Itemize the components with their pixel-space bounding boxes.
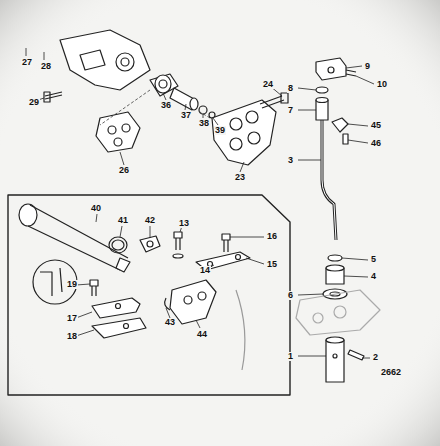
callout-number: 23 (234, 173, 246, 182)
callout-number: 46 (370, 139, 382, 148)
callout-number: 6 (287, 291, 294, 300)
callout-number: 26 (118, 166, 130, 175)
callout-number: 40 (90, 204, 102, 213)
callout-number: 1 (287, 352, 294, 361)
callout-number: 37 (180, 111, 192, 120)
callout-number: 41 (117, 216, 129, 225)
callout-number: 39 (214, 126, 226, 135)
callout-number: 3 (287, 156, 294, 165)
callout-number: 28 (40, 62, 52, 71)
callout-number: 2 (372, 353, 379, 362)
callout-number: 36 (160, 101, 172, 110)
callout-number: 5 (370, 255, 377, 264)
callout-number: 4 (370, 272, 377, 281)
figure-number: 2662 (380, 368, 402, 377)
callout-number: 15 (266, 260, 278, 269)
callout-number: 38 (198, 119, 210, 128)
callout-number: 7 (287, 106, 294, 115)
callout-number: 19 (66, 280, 78, 289)
callout-number: 45 (370, 121, 382, 130)
callout-number: 44 (196, 330, 208, 339)
callout-number: 17 (66, 314, 78, 323)
callout-number: 43 (164, 318, 176, 327)
callout-number: 27 (21, 58, 33, 67)
callout-number: 14 (199, 266, 211, 275)
callout-number: 29 (28, 98, 40, 107)
callout-number: 8 (287, 84, 294, 93)
callout-number: 9 (364, 62, 371, 71)
callout-number: 24 (262, 80, 274, 89)
callout-number: 13 (178, 219, 190, 228)
callout-number: 18 (66, 332, 78, 341)
callout-number: 42 (144, 216, 156, 225)
callout-number: 16 (266, 232, 278, 241)
callout-number: 10 (376, 80, 388, 89)
